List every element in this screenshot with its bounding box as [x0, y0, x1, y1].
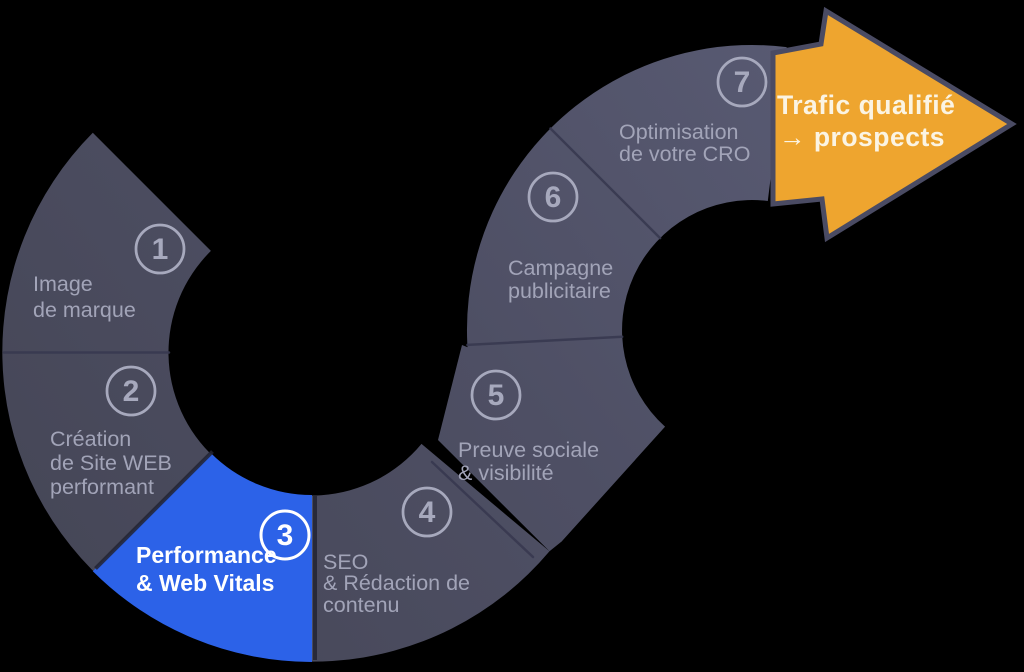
step-3-badge-ring [259, 509, 311, 561]
step-3-number: 3 [277, 519, 294, 552]
divider-5-6 [466, 335, 624, 347]
divider-6-7 [549, 127, 662, 240]
step-2-label: Création de Site WEB performant [50, 427, 178, 499]
band-bridge [438, 345, 665, 552]
step-5-label: Preuve sociale & visibilité [458, 438, 605, 485]
step-4-label: SEO & Rédaction de contenu [323, 550, 476, 617]
step-7-badge-ring [716, 56, 768, 108]
step-4-number: 4 [419, 496, 436, 529]
step-5-number: 5 [488, 379, 505, 412]
step-5-badge: 5 [470, 369, 522, 421]
step-6-badge-ring [527, 171, 579, 223]
result-arrow [770, 6, 1017, 243]
step-1-number: 1 [152, 233, 169, 266]
step-1-badge: 1 [134, 223, 186, 275]
highlight-edges [94, 450, 317, 660]
step-4-badge-ring [401, 486, 453, 538]
step-2-badge-ring [105, 365, 157, 417]
step-3-badge: 3 [259, 509, 311, 561]
step-6-label: Campagne publicitaire [508, 256, 619, 303]
step-1-badge-ring [134, 223, 186, 275]
segment-dividers [2, 127, 662, 559]
divider-2-3 [94, 450, 214, 570]
step-6-number: 6 [545, 181, 562, 214]
step-3-segment [92, 453, 312, 662]
step-6-badge: 6 [527, 171, 579, 223]
step-7-badge: 7 [716, 56, 768, 108]
result-arrow-label: Trafic qualifié → prospects [777, 90, 963, 152]
step-badges: 1 2 3 4 5 6 7 [105, 56, 768, 561]
result-arrow-group: Trafic qualifié → prospects [770, 6, 1017, 243]
step-2-number: 2 [123, 375, 140, 408]
step-4-badge: 4 [401, 486, 453, 538]
step-5-badge-ring [470, 369, 522, 421]
step-7-label: Optimisation de votre CRO [619, 120, 750, 166]
step-3-label: Performance & Web Vitals [136, 542, 283, 596]
divider-4-5 [430, 460, 535, 559]
step-labels: Image de marque Création de Site WEB per… [33, 120, 750, 617]
step-7-number: 7 [734, 66, 751, 99]
step-2-badge: 2 [105, 365, 157, 417]
step-1-label: Image de marque [33, 272, 136, 322]
